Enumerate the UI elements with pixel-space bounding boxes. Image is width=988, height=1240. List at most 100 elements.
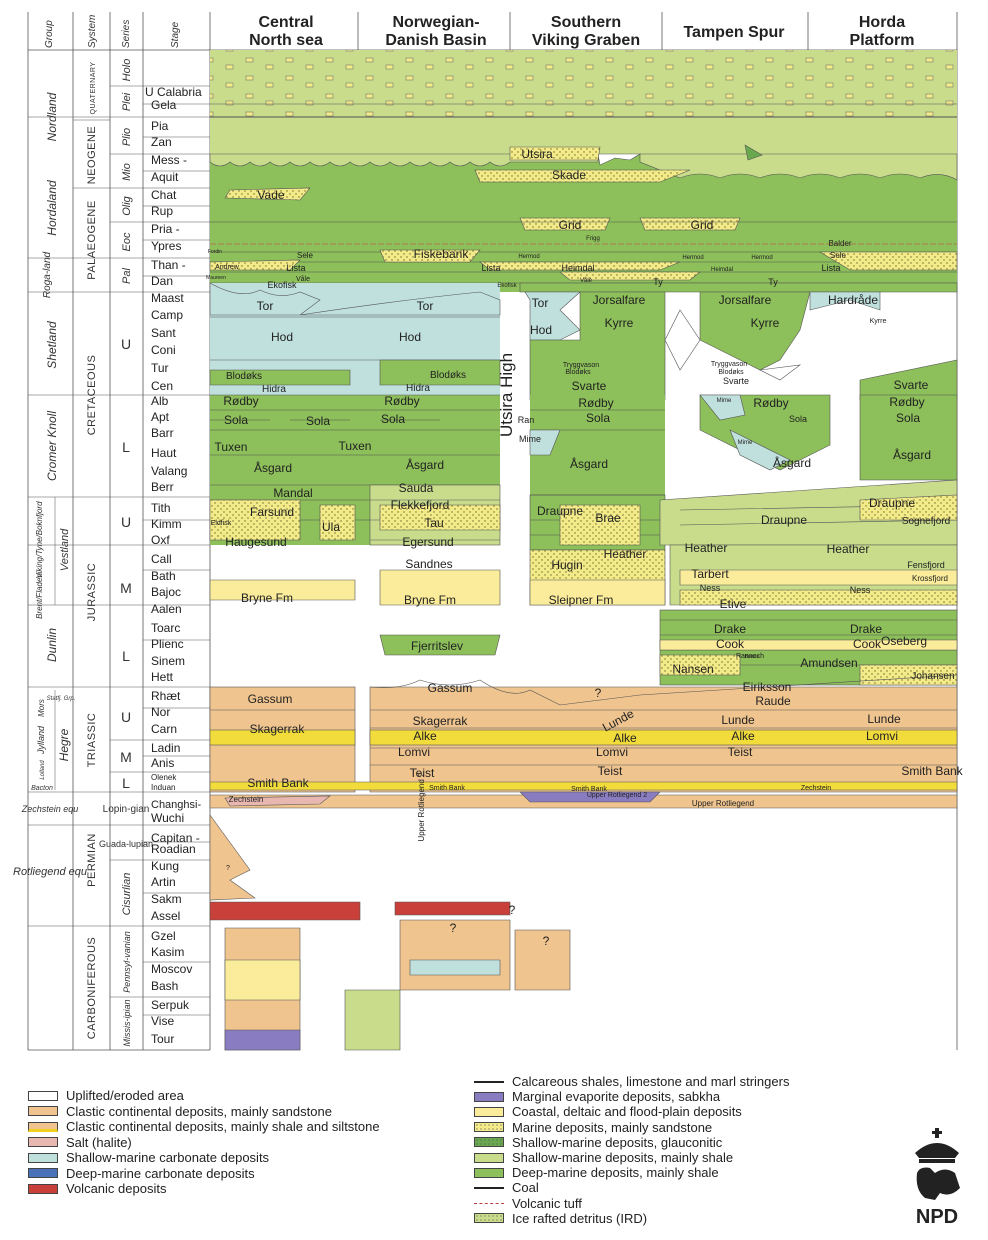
formation-label: Ness: [700, 583, 721, 593]
formation-label: Upper Rotliegend: [692, 799, 754, 808]
group-dunlin: Dunlin: [45, 628, 59, 662]
stage-label: Olenek: [151, 773, 177, 782]
legend-swatch: [474, 1080, 504, 1083]
stage-label: Than -: [151, 258, 186, 272]
formation-label: Tau: [424, 516, 443, 530]
formation-label: Sola: [789, 414, 807, 424]
legend-swatch: [28, 1106, 58, 1116]
logo-text: NPD: [916, 1206, 958, 1228]
formation-label: Sleipner Fm: [549, 593, 614, 607]
group-brent: Brent/Fladen: [35, 573, 44, 619]
stage-label: Bath: [151, 569, 176, 583]
formation-label: Blodøks: [430, 370, 466, 381]
group-hordaland: Hordaland: [45, 180, 59, 236]
legend-swatch: [28, 1121, 58, 1132]
group-cromer-knoll: Cromer Knoll: [45, 411, 59, 481]
formation-label: Svarte: [894, 378, 929, 392]
legend-label: Volcanic tuff: [512, 1195, 582, 1211]
formation-label: Utsira High: [497, 353, 516, 437]
formation-label: Tor: [532, 296, 549, 310]
formation-label: Lomvi: [596, 745, 628, 759]
stage-label: Zan: [151, 135, 172, 149]
stage-label: Valang: [151, 464, 187, 478]
legend-swatch: [474, 1213, 504, 1224]
stage-label: Anis: [151, 756, 174, 770]
formation-label: Tarbert: [691, 567, 729, 581]
legend-label: Volcanic deposits: [66, 1181, 167, 1196]
formation-label: Sauda: [399, 481, 434, 495]
formation-label: Teist: [410, 766, 435, 780]
region-viking-graben-l1: Southern: [551, 14, 621, 31]
formation-label: Flekkefjord: [391, 498, 450, 512]
formation-label: Mime: [717, 398, 732, 404]
stratigraphic-chart: Group System Series Stage Central North …: [13, 12, 964, 1051]
formation-label: Smith Bank: [901, 764, 963, 778]
legend-label: Coal: [512, 1180, 539, 1196]
legend-label: Deep-marine carbonate deposits: [66, 1165, 255, 1181]
series-lopingian: Lopin-gian: [103, 804, 150, 815]
stage-label: Bash: [151, 979, 178, 993]
formation-label: Hermod: [751, 255, 772, 261]
series-tri-m: M: [120, 749, 132, 765]
system-triassic: TRIASSIC: [86, 713, 98, 768]
formation-label: Jorsalfare: [719, 293, 772, 307]
stage-label: Rhæt: [151, 689, 181, 703]
formation-label: Åsgard: [893, 447, 931, 462]
formation-label: Ekofisk: [267, 280, 297, 290]
group-vestland: Vestland: [59, 528, 71, 571]
formation-label: Ness: [850, 585, 871, 595]
formation-label: Kyrre: [605, 316, 634, 330]
stage-label: Sinem: [151, 654, 185, 668]
formation-label: Heather: [685, 541, 728, 555]
legend-swatch: [474, 1091, 504, 1102]
formation-label: Åsgard: [254, 460, 292, 475]
formation-label: Lista: [481, 263, 500, 273]
group-rotliegend: Rotliegend equ: [13, 866, 87, 878]
legend-item: Shallow-marine carbonate deposits: [28, 1150, 269, 1165]
group-rogaland: Roga-land: [42, 251, 53, 298]
stage-label: Camp: [151, 308, 183, 322]
formation-label: Kyrre: [870, 318, 887, 325]
formation-label: Rødby: [889, 395, 924, 409]
formation-label: Cook: [716, 637, 745, 651]
group-hegre: Hegre: [57, 728, 71, 761]
stage-label: Apt: [151, 410, 170, 424]
stage-label: Pia: [151, 119, 169, 133]
formation-label: Heimdal: [561, 263, 594, 273]
formation-label: Ekofisk: [497, 283, 517, 289]
formation-label: Hidra: [262, 384, 286, 395]
legend-item: Shallow-marine deposits, glauconitic: [474, 1135, 722, 1150]
stage-label: Kung: [151, 859, 179, 873]
formation-label: Hidra: [406, 383, 430, 394]
formation-label: Vade: [257, 188, 284, 202]
formation-label: Sognefjord: [902, 516, 950, 527]
formation-label: Eldfisk: [211, 520, 232, 527]
stage-label: Call: [151, 552, 172, 566]
formation-label: Mime: [519, 434, 541, 444]
formation-label: Svarte: [572, 379, 607, 393]
group-bacton: Bacton: [31, 785, 53, 792]
stage-label: Tith: [151, 501, 171, 515]
stage-label: U Calabria: [145, 85, 202, 99]
formation-label: Hardråde: [828, 293, 878, 307]
formation-label: Burton: [745, 654, 760, 660]
region-norwegian-danish-l1: Norwegian-: [392, 14, 479, 31]
formation-label: Åsgard: [406, 457, 444, 472]
legend-label: Marine deposits, mainly sandstone: [512, 1119, 713, 1135]
legend-item: Clastic continental deposits, mainly sha…: [28, 1119, 380, 1134]
formation-label: Drake: [714, 622, 746, 636]
stage-label: Carn: [151, 722, 177, 736]
legend-label: Salt (halite): [66, 1134, 132, 1150]
stage-label: Haut: [151, 446, 177, 460]
formation-label: Svarte: [723, 376, 749, 386]
formation-label: Blodøks: [226, 371, 262, 382]
stage-label: Changhsi-: [151, 799, 201, 811]
stage-label: Pria -: [151, 222, 180, 236]
formation-label: Andrew: [215, 264, 240, 271]
legend-item: Deep-marine deposits, mainly shale: [474, 1165, 719, 1180]
system-quaternary: QUATERNARY: [90, 62, 97, 115]
group-zechstein: Zechstein equ: [21, 804, 79, 814]
formation-label: Ula: [322, 520, 340, 534]
stage-label: Kimm: [151, 517, 182, 531]
series-jur-u: U: [121, 514, 131, 530]
